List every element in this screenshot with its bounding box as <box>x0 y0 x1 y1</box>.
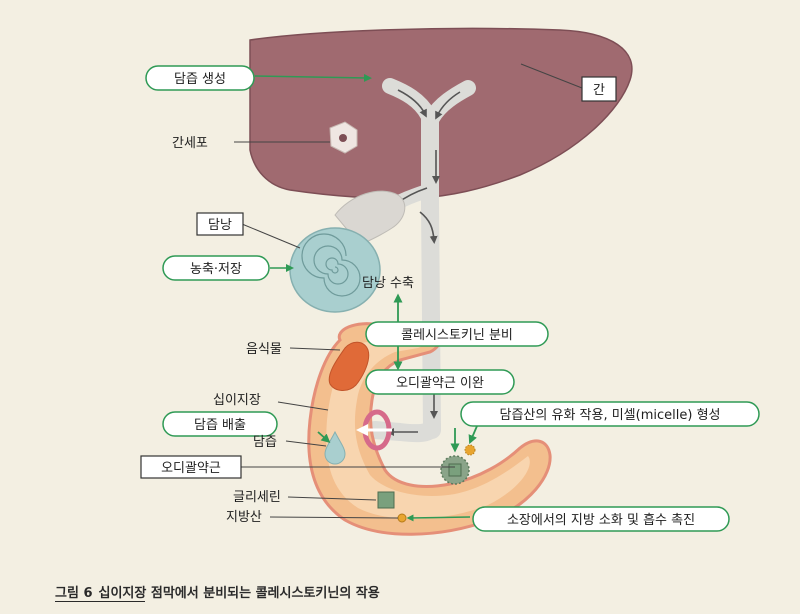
hepatocyte-icon <box>329 121 358 154</box>
glycerin-icon <box>377 491 395 509</box>
label-gallbladder-contraction: 담낭 수축 <box>362 276 414 291</box>
label-gallbladder: 담낭 <box>196 212 244 236</box>
label-gallbladder-text: 담낭 <box>208 218 232 233</box>
gallbladder-shape <box>289 227 381 313</box>
figure-number: 그림 6 <box>55 586 93 601</box>
label-bile-salt-action-text: 담즙산의 유화 작용, 미셀(micelle) 형성 <box>500 408 721 423</box>
figure-caption: 그림 6 십이지장 점막에서 분비되는 콜레시스토키닌의 작용 <box>55 582 380 601</box>
label-concentration-storage: 농축·저장 <box>162 255 270 281</box>
label-concentration-storage-text: 농축·저장 <box>190 262 242 277</box>
label-bile-salt-action: 담즙산의 유화 작용, 미셀(micelle) 형성 <box>460 401 760 427</box>
label-bile-production: 담즙 생성 <box>145 65 255 91</box>
label-liver: 간 <box>581 76 617 102</box>
label-cck-secretion: 콜레시스토키닌 분비 <box>365 321 549 347</box>
hormone-arrows <box>317 293 478 453</box>
label-fat-digestion: 소장에서의 지방 소화 및 흡수 촉진 <box>472 506 730 532</box>
label-food: 음식물 <box>246 342 282 357</box>
label-glycerin: 글리세린 <box>233 490 281 505</box>
label-bile-excretion-text: 담즙 배출 <box>194 418 246 433</box>
label-sphincter-relaxation-text: 오디괄약근 이완 <box>396 376 484 391</box>
label-hepatocyte: 간세포 <box>172 136 208 151</box>
duct-flow-arrows <box>386 89 461 436</box>
label-sphincter-of-oddi-text: 오디괄약근 <box>161 461 221 476</box>
leader-lines <box>234 63 583 522</box>
fatty-acid-icon <box>397 513 407 523</box>
caption-underline <box>55 601 145 602</box>
bile-drop-icon <box>324 430 346 465</box>
label-bile: 담즙 <box>253 435 277 450</box>
label-sphincter-of-oddi: 오디괄약근 <box>140 455 242 479</box>
food-icon <box>328 341 370 391</box>
label-duodenum: 십이지장 <box>213 393 261 408</box>
label-bile-production-text: 담즙 생성 <box>174 72 226 87</box>
label-fatty-acid: 지방산 <box>226 510 262 525</box>
figure-title: 십이지장 점막에서 분비되는 콜레시스토키닌의 작용 <box>98 586 380 601</box>
micelle-icon <box>440 455 470 485</box>
label-fat-digestion-text: 소장에서의 지방 소화 및 흡수 촉진 <box>507 513 695 528</box>
label-bile-excretion: 담즙 배출 <box>162 411 278 437</box>
fatty-acid-droplet-icon <box>464 444 476 456</box>
label-liver-text: 간 <box>593 83 605 98</box>
label-cck-secretion-text: 콜레시스토키닌 분비 <box>401 328 513 343</box>
label-sphincter-relaxation: 오디괄약근 이완 <box>365 369 515 395</box>
